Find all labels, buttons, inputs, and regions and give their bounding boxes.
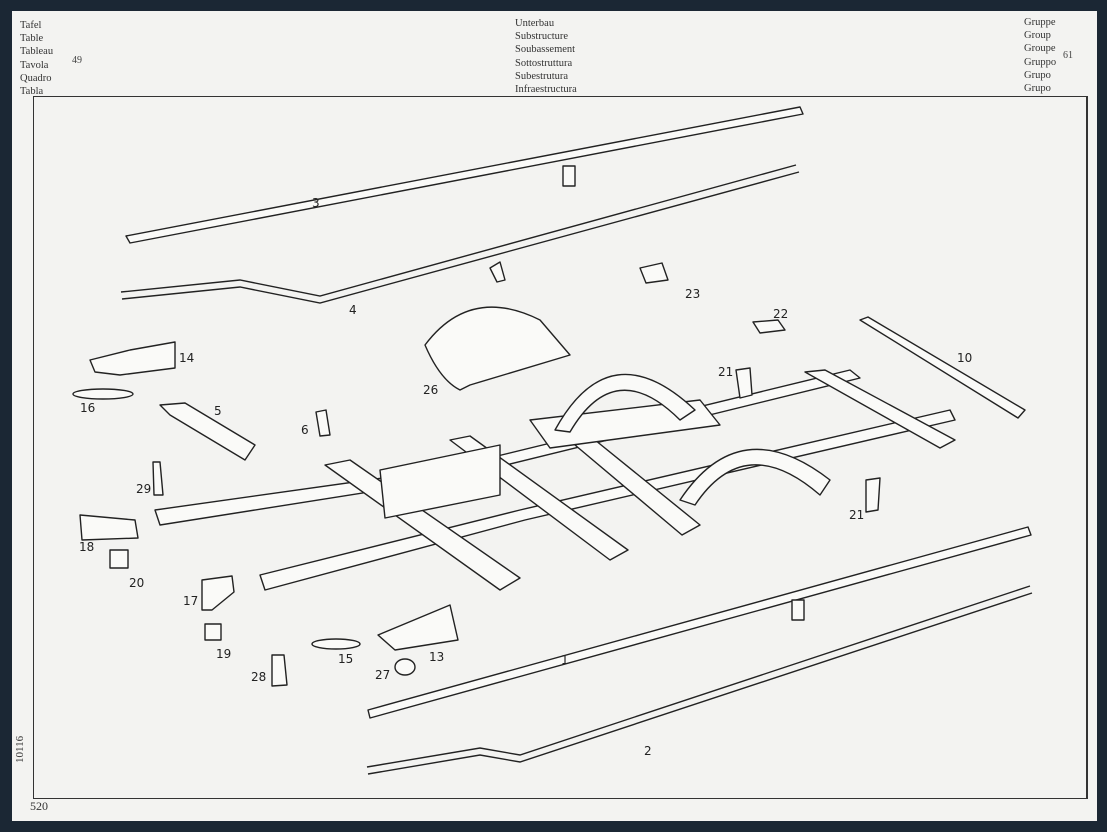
callout-10: 10 bbox=[957, 351, 972, 365]
label-tabla: Tabla bbox=[20, 86, 44, 98]
callout-5: 5 bbox=[214, 404, 222, 418]
callout-29: 29 bbox=[136, 482, 151, 496]
callout-16: 16 bbox=[80, 401, 95, 415]
callout-4: 4 bbox=[349, 303, 357, 317]
part-26-wheel-arch bbox=[424, 306, 571, 391]
callout-22: 22 bbox=[773, 307, 788, 321]
small-parts bbox=[72, 262, 881, 687]
part-2-long-member bbox=[366, 585, 1033, 775]
diagram-frame bbox=[33, 96, 1088, 799]
part-4-long-member bbox=[120, 164, 800, 304]
label-tableau: Tableau bbox=[20, 46, 54, 58]
callout-1: 1 bbox=[561, 653, 569, 667]
label-grupo-2: Grupo bbox=[1024, 83, 1051, 95]
page-number: 520 bbox=[30, 799, 48, 813]
label-substructure: Substructure bbox=[515, 31, 569, 43]
label-tafel: Tafel bbox=[20, 20, 42, 31]
label-unterbau: Unterbau bbox=[515, 18, 555, 29]
callout-17: 17 bbox=[183, 594, 198, 608]
callout-23: 23 bbox=[685, 287, 700, 301]
callout-6: 6 bbox=[301, 423, 309, 437]
callout-13: 13 bbox=[429, 650, 444, 664]
label-grupo: Grupo bbox=[1024, 69, 1051, 81]
label-gruppo: Gruppo bbox=[1024, 56, 1057, 68]
group-number: 61 bbox=[1063, 50, 1073, 61]
callout-21-upper: 21 bbox=[718, 365, 733, 379]
label-gruppe: Gruppe bbox=[1024, 17, 1056, 28]
callout-20: 20 bbox=[129, 576, 144, 590]
callout-26: 26 bbox=[423, 383, 438, 397]
label-soubassement: Soubassement bbox=[515, 44, 576, 56]
callout-15: 15 bbox=[338, 652, 353, 666]
callout-27: 27 bbox=[375, 668, 390, 682]
label-table: Table bbox=[20, 33, 44, 45]
section-labels: Unterbau Substructure Soubassement Sotto… bbox=[515, 17, 577, 96]
label-groupe: Groupe bbox=[1024, 43, 1056, 55]
label-quadro: Quadro bbox=[20, 72, 52, 84]
label-tavola: Tavola bbox=[20, 59, 49, 71]
callout-14: 14 bbox=[179, 351, 194, 365]
chassis-frame bbox=[154, 369, 956, 591]
label-infraestructura: Infraestructura bbox=[515, 84, 577, 96]
callout-28: 28 bbox=[251, 670, 266, 684]
callout-19: 19 bbox=[216, 647, 231, 661]
part-1-long-member bbox=[367, 526, 1032, 719]
table-number: 49 bbox=[72, 55, 82, 66]
table-labels: Tafel Table Tableau Tavola Quadro Tabla bbox=[20, 19, 53, 98]
callout-18: 18 bbox=[79, 540, 94, 554]
part-10-crossmember bbox=[859, 316, 1026, 419]
part-3-long-member bbox=[125, 106, 804, 244]
group-labels: Gruppe Group Groupe Gruppo Grupo Grupo bbox=[1024, 16, 1056, 95]
callout-2: 2 bbox=[644, 744, 652, 758]
label-subestrutura: Subestrutura bbox=[515, 70, 569, 82]
label-group: Group bbox=[1024, 30, 1051, 42]
label-sottostruttura: Sottostruttura bbox=[515, 57, 573, 69]
callout-21-lower: 21 bbox=[849, 508, 864, 522]
callout-3: 3 bbox=[312, 196, 320, 210]
